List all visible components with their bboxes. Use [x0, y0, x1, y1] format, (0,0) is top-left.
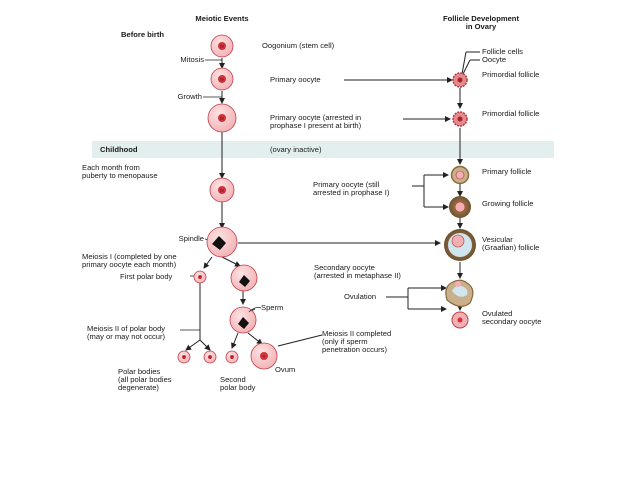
ploidy-mark-first-polar-body: n [199, 274, 201, 279]
label-each-month-1: Each month from [82, 163, 140, 172]
ploidy-mark-oogonium: 2n [220, 44, 224, 49]
label-polar-bodies-3: degenerate) [118, 383, 159, 392]
heading-follicle-development: Follicle Development [443, 14, 519, 23]
label-each-month-2: puberty to menopause [82, 171, 158, 180]
label-before-birth: Before birth [121, 30, 165, 39]
label-ovulated-1: Ovulated [482, 309, 513, 318]
label-meiosis-i-2: primary oocyte each month) [82, 260, 177, 269]
ploidy-mark-primary-2: 2n [220, 116, 224, 121]
label-meiosis-ii-polar-1: Meiosis II of polar body [87, 324, 166, 333]
childhood-band [92, 141, 554, 158]
label-second-polar-body-1: Second [220, 375, 246, 384]
label-polar-bodies-1: Polar bodies [118, 367, 161, 376]
label-spindle: Spindle [178, 234, 204, 243]
ploidy-mark-polar-body-2: n [209, 354, 211, 359]
label-meiosis-ii-completed-2: (only if sperm [322, 337, 368, 346]
label-growing-follicle: Growing follicle [482, 199, 534, 208]
label-oogonium: Oogonium (stem cell) [262, 41, 335, 50]
label-ovulation: Ovulation [344, 292, 377, 301]
label-polar-bodies-2: (all polar bodies [118, 375, 172, 384]
label-secondary-oocyte-1: Secondary oocyte [314, 263, 375, 272]
label-ovum: Ovum [275, 365, 296, 374]
label-primordial-follicle-1: Primordial follicle [482, 70, 540, 79]
label-primary-still-2: arrested in prophase I) [313, 188, 390, 197]
ploidy-mark-ovum: n [263, 354, 265, 359]
heading-meiotic-events: Meiotic Events [195, 14, 249, 23]
ploidy-mark-primary-3: 2n [220, 188, 224, 193]
ploidy-mark-polar-body-1: n [183, 354, 185, 359]
label-second-polar-body-2: polar body [220, 383, 256, 392]
label-primary-follicle: Primary follicle [482, 167, 532, 176]
label-meiosis-ii-polar-2: (may or may not occur) [87, 332, 166, 341]
label-sperm: Sperm [261, 303, 284, 312]
label-meiosis-ii-completed-1: Meiosis II completed [322, 329, 392, 338]
label-childhood: Childhood [100, 145, 138, 154]
label-meiosis-ii-completed-3: penetration occurs) [322, 345, 388, 354]
ploidy-mark-primary-1: 2n [220, 77, 224, 82]
label-primary-still-1: Primary oocyte (still [313, 180, 380, 189]
label-first-polar-body: First polar body [120, 272, 173, 281]
label-primordial-follicle-2: Primordial follicle [482, 109, 540, 118]
label-vesicular-1: Vesicular [482, 235, 513, 244]
label-vesicular-2: (Graafian) follicle [482, 243, 540, 252]
label-oocyte: Oocyte [482, 55, 507, 64]
heading-in-ovary: in Ovary [465, 22, 497, 31]
ploidy-mark-second-polar-body: n [231, 354, 233, 359]
label-primary-arrested-1: Primary oocyte (arrested in [270, 113, 362, 122]
label-primary-oocyte: Primary oocyte [270, 75, 321, 84]
label-ovulated-2: secondary oocyte [482, 317, 542, 326]
label-follicle-cells: Follicle cells [482, 47, 523, 56]
label-meiosis-i-1: Meiosis I (completed by one [82, 252, 177, 261]
label-mitosis: Mitosis [180, 55, 204, 64]
label-primary-arrested-2: prophase I present at birth) [270, 121, 362, 130]
label-ovary-inactive: (ovary inactive) [270, 145, 322, 154]
label-growth: Growth [177, 92, 202, 101]
label-secondary-oocyte-2: (arrested in metaphase II) [314, 271, 401, 280]
